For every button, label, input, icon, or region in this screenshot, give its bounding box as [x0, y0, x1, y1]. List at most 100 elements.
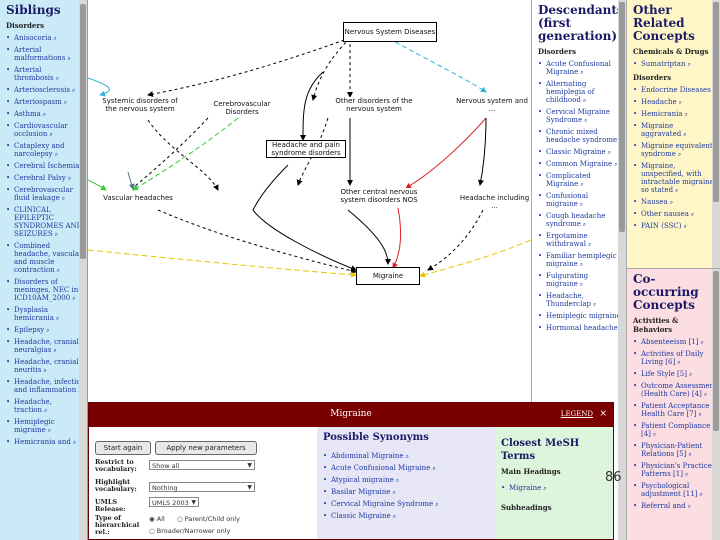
node-nervous-system-diseases[interactable]: Nervous System Diseases — [343, 22, 437, 42]
sibling-item[interactable]: Combined headache, vascular and muscle c… — [6, 242, 87, 275]
descendant-item[interactable]: Headache, Thunderclap⌕ — [538, 292, 626, 309]
descendant-item-label[interactable]: Chronic mixed headache syndrome — [546, 128, 618, 144]
sibling-item[interactable]: Hemicrania and⌕ — [6, 438, 87, 447]
sibling-item-label[interactable]: Arterial malformations — [14, 46, 66, 62]
cooccurring-item[interactable]: Patient Compliance [4]⌕ — [633, 422, 720, 439]
cooccurring-item[interactable]: Physician-Patient Relations [5]⌕ — [633, 442, 720, 459]
cooccurring-item[interactable]: Physician's Practice Patterns [1]⌕ — [633, 462, 720, 479]
graph-link-icon[interactable]: ⌕ — [43, 367, 47, 374]
cooccurring-item-label[interactable]: Absenteeism [1] — [641, 338, 699, 346]
descendant-item[interactable]: Complicated Migraine⌕ — [538, 172, 626, 189]
sibling-item[interactable]: Epilepsy⌕ — [6, 326, 87, 335]
synonym-item-label[interactable]: Cervical Migraine Syndrome — [331, 500, 434, 508]
scrollbar-thumb[interactable] — [80, 4, 86, 259]
cooccurring-item[interactable]: Patient Acceptance of Health Care [7]⌕ — [633, 402, 720, 419]
descendant-item-label[interactable]: Ergotamine withdrawal — [546, 232, 588, 248]
related-item-label[interactable]: Endocrine Diseases — [641, 86, 711, 94]
sibling-item[interactable]: Arteriosclerosis⌕ — [6, 86, 87, 95]
descendant-item[interactable]: Chronic mixed headache syndrome⌕ — [538, 128, 626, 145]
sibling-item-label[interactable]: Epilepsy — [14, 326, 45, 334]
graph-link-icon[interactable]: ⌕ — [392, 513, 397, 520]
cooccurring-item[interactable]: Life Style [5]⌕ — [633, 370, 720, 379]
graph-link-icon[interactable]: ⌕ — [677, 151, 682, 158]
descendant-item-label[interactable]: Confusional migraine — [546, 192, 589, 208]
graph-link-icon[interactable]: ⌕ — [55, 315, 60, 322]
graph-link-icon[interactable]: ⌕ — [67, 175, 72, 182]
sibling-item-label[interactable]: CLINICAL EPILEPTIC SYNDROMES AND SEIZURE… — [14, 206, 83, 238]
graph-link-icon[interactable]: ⌕ — [678, 99, 683, 106]
synonym-item-label[interactable]: Basilar Migraine — [331, 488, 391, 496]
graph-link-icon[interactable]: ⌕ — [700, 339, 704, 346]
descendant-item-label[interactable]: Fulgurating migraine — [546, 272, 589, 288]
sibling-item-label[interactable]: Cerebral Ischemia — [14, 162, 80, 170]
descendant-item[interactable]: Familiar hemiplegic migraine⌕ — [538, 252, 626, 269]
descendant-item-label[interactable]: Hormonal headache — [546, 324, 618, 332]
sibling-item-label[interactable]: Arterial thrombosis — [14, 66, 54, 82]
graph-link-icon[interactable]: ⌕ — [614, 161, 618, 168]
graph-link-icon[interactable]: ⌕ — [67, 55, 71, 62]
synonym-item[interactable]: Basilar Migraine⌕ — [323, 488, 495, 497]
sibling-item[interactable]: Cataplexy and narcolepsy⌕ — [6, 142, 87, 159]
sibling-item-label[interactable]: Asthma — [14, 110, 41, 118]
cooccurring-item-label[interactable]: Physician's Practice Patterns [1] — [641, 462, 712, 478]
node-vascular-headaches[interactable]: Vascular headaches — [100, 194, 176, 202]
graph-link-icon[interactable]: ⌕ — [592, 301, 597, 308]
sibling-item-label[interactable]: Headache, traction — [14, 398, 52, 414]
sibling-item[interactable]: Dysplasia hemicrania⌕ — [6, 306, 87, 323]
sibling-item[interactable]: Headache, traction⌕ — [6, 398, 87, 415]
graph-link-icon[interactable]: ⌕ — [683, 131, 687, 138]
cooccurring-item-label[interactable]: Activities of Daily Living [6] — [641, 350, 704, 366]
node-migraine[interactable]: Migraine — [356, 267, 420, 285]
graph-link-icon[interactable]: ⌕ — [684, 111, 688, 118]
scrollbar-thumb[interactable] — [713, 271, 719, 431]
related-item[interactable]: Sumatriptan⌕ — [633, 60, 720, 69]
descendant-item-label[interactable]: Cough headache syndrome — [546, 212, 606, 228]
node-other-disorders-nervous-system[interactable]: Other disorders of the nervous system — [334, 97, 414, 113]
sibling-item-label[interactable]: Hemiplegic migraine — [14, 418, 55, 434]
descendant-item[interactable]: Fulgurating migraine⌕ — [538, 272, 626, 289]
sibling-item-label[interactable]: Headache, cranial neuralgias — [14, 338, 79, 354]
graph-link-icon[interactable]: ⌕ — [63, 99, 68, 106]
descendant-item-label[interactable]: Common Migraine — [546, 160, 613, 168]
graph-link-icon[interactable]: ⌕ — [683, 223, 687, 230]
radio-broader-narrower[interactable]: ○ Broader/Narrower only — [149, 527, 231, 535]
sibling-item[interactable]: Anisocoria⌕ — [6, 34, 87, 43]
sibling-item[interactable]: Asthma⌕ — [6, 110, 87, 119]
cooccurring-item-label[interactable]: Referral and — [641, 502, 686, 510]
legend-link[interactable]: LEGEND — [560, 410, 593, 418]
synonym-item-label[interactable]: Acute Confusional Migraine — [331, 464, 431, 472]
descendant-item[interactable]: Confusional migraine⌕ — [538, 192, 626, 209]
graph-link-icon[interactable]: ⌕ — [587, 241, 592, 248]
graph-link-icon[interactable]: ⌕ — [56, 267, 61, 274]
graph-link-icon[interactable]: ⌕ — [579, 201, 584, 208]
mesh-item-label[interactable]: Migraine — [509, 484, 542, 492]
node-other-central-ns-disorders[interactable]: Other central nervous system disorders N… — [340, 188, 418, 204]
sibling-item[interactable]: Headache, cranial neuritis⌕ — [6, 358, 87, 375]
related-item-label[interactable]: Migraine, unspecified, with intractable … — [641, 162, 717, 194]
node-nervous-system-and[interactable]: Nervous system and ... — [453, 97, 531, 113]
graph-link-icon[interactable]: ⌕ — [607, 149, 612, 156]
node-headache-including[interactable]: Headache including ... — [458, 194, 531, 210]
related-item[interactable]: Headache⌕ — [633, 98, 720, 107]
related-item[interactable]: Migraine, unspecified, with intractable … — [633, 162, 720, 195]
cooccurring-item-label[interactable]: Outcome Assessment (Health Care) [4] — [641, 382, 717, 398]
mesh-item[interactable]: Migraine⌕ — [501, 484, 613, 493]
related-item-label[interactable]: Migraine equivalent syndrome — [641, 142, 713, 158]
cooccurring-item-label[interactable]: Patient Compliance [4] — [641, 422, 711, 438]
umls-select[interactable]: UMLS 2003▼ — [149, 497, 199, 507]
descendant-item-label[interactable]: Headache, Thunderclap — [546, 292, 591, 308]
scrollbar-thumb[interactable] — [713, 2, 719, 202]
descendant-item[interactable]: Alternating hemiplegia of childhood⌕ — [538, 80, 626, 105]
graph-link-icon[interactable]: ⌕ — [543, 485, 547, 492]
graph-link-icon[interactable]: ⌕ — [579, 261, 584, 268]
graph-link-icon[interactable]: ⌕ — [47, 427, 52, 434]
synonym-item[interactable]: Abdominal Migraine⌕ — [323, 452, 495, 461]
descendant-item[interactable]: Classic Migraine⌕ — [538, 148, 626, 157]
graph-link-icon[interactable]: ⌕ — [690, 211, 695, 218]
sibling-item-label[interactable]: Headache, infection and inflammation — [14, 378, 86, 394]
graph-link-icon[interactable]: ⌕ — [580, 181, 584, 188]
node-headache-pain-syndrome[interactable]: Headache and pain syndrome disorders — [266, 140, 346, 158]
synonym-item-label[interactable]: Abdominal Migraine — [331, 452, 404, 460]
sibling-item-label[interactable]: Hemicrania and — [14, 438, 71, 446]
apply-parameters-button[interactable]: Apply new parameters — [155, 441, 257, 455]
